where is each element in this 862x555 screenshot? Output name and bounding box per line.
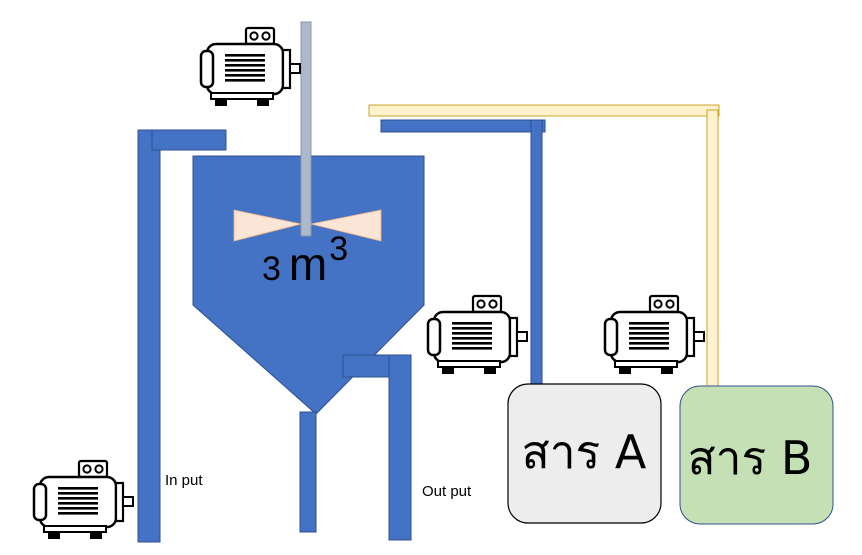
motor-icon	[426, 294, 529, 376]
motor-icon	[199, 26, 302, 108]
feed-pipe-b-vertical	[706, 109, 719, 389]
output-pipe-vertical	[388, 354, 412, 541]
feed-pipe-a-vertical	[530, 119, 543, 387]
tank-b	[679, 385, 834, 525]
input-pipe-top	[151, 129, 227, 151]
output-label: Out put	[422, 483, 472, 500]
motor-icon	[32, 459, 135, 541]
impeller-left	[233, 209, 302, 242]
volume-unit: m	[289, 238, 327, 290]
tank-a-label: สาร A	[522, 425, 647, 479]
tank-a	[507, 383, 662, 524]
tank-b-label: สาร B	[688, 431, 813, 485]
vessel-outlet	[299, 411, 317, 533]
input-label: In put	[165, 472, 203, 489]
feed-pipe-b-top	[368, 104, 720, 117]
impeller-right	[310, 209, 382, 242]
volume-exponent: 3	[329, 230, 348, 268]
motor-icon	[603, 294, 706, 376]
agitator-shaft	[300, 21, 312, 237]
input-pipe-vertical	[137, 129, 161, 543]
feed-pipe-a-top	[380, 119, 546, 133]
volume-number: 3	[262, 250, 281, 288]
